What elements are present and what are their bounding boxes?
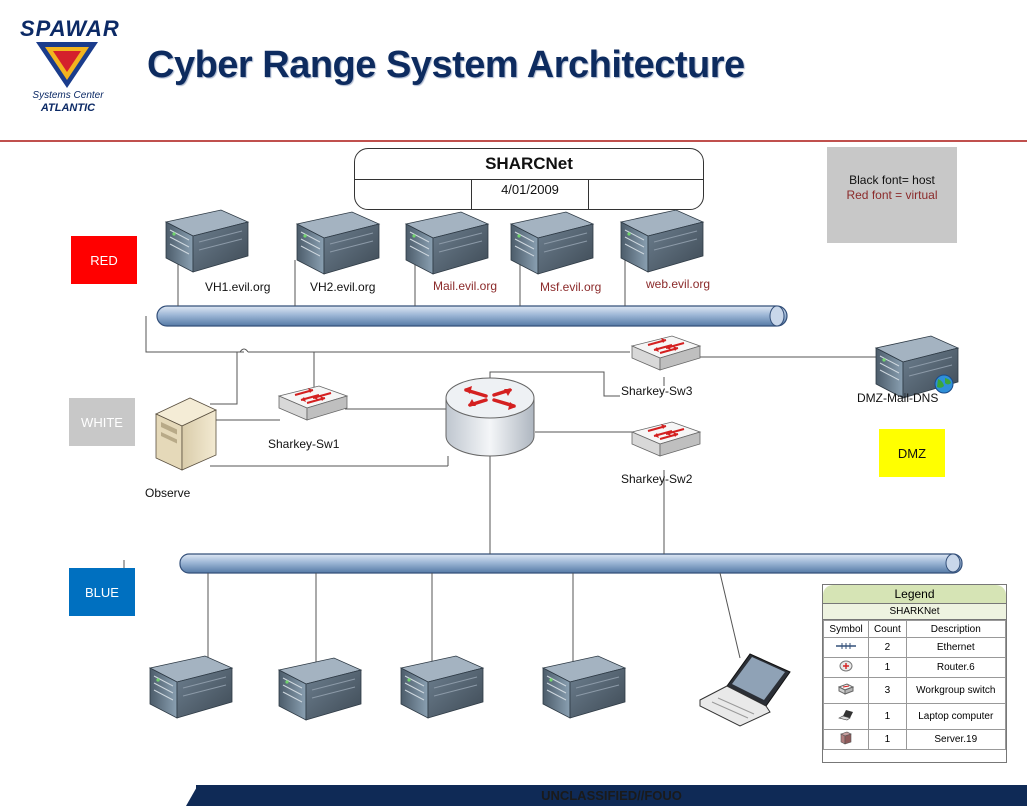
legend-count: 1	[868, 729, 907, 750]
switch-icon	[822, 677, 870, 704]
footer-bar: UNCLASSIFIED//FOUO	[196, 785, 1027, 806]
font-key-note: Black font= host Red font = virtual	[827, 147, 957, 243]
classification-label: UNCLASSIFIED//FOUO	[541, 788, 682, 803]
laptop-icon	[822, 703, 870, 730]
switch-label-sw3: Sharkey-Sw3	[621, 384, 693, 398]
red-server-icon	[510, 211, 594, 275]
red-ethernet-backbone	[156, 305, 788, 327]
zone-blue-tag: BLUE	[69, 568, 135, 616]
server-label-mail: Mail.evil.org	[433, 279, 498, 293]
legend-count: 1	[868, 703, 907, 730]
ethernet-icon	[822, 637, 870, 658]
legend-title: Legend	[823, 585, 1006, 604]
legend-description: Server.19	[905, 729, 1007, 750]
legend-description: Workgroup switch	[905, 677, 1007, 704]
note-virtual-line: Red font = virtual	[846, 188, 938, 202]
header-divider	[0, 140, 1027, 142]
server-icon	[822, 729, 870, 750]
logo-chevron-icon	[36, 42, 98, 88]
router-icon	[822, 657, 870, 678]
switch-icon	[631, 421, 701, 457]
server-label-msf: Msf.evil.org	[540, 280, 602, 294]
globe-icon	[934, 374, 954, 394]
legend-description: Router.6	[905, 657, 1007, 678]
server-label-web: web.evil.org	[646, 277, 711, 291]
blue-server-icon	[400, 655, 484, 719]
switch-icon	[631, 335, 701, 371]
logo-wordmark: SPAWAR	[20, 16, 120, 41]
zone-white-tag: WHITE	[69, 398, 135, 446]
network-links	[123, 258, 876, 664]
red-server-icon	[296, 211, 380, 275]
server-label-vh1: VH1.evil.org	[205, 280, 271, 294]
legend-description: Laptop computer	[905, 703, 1007, 730]
workstation-icon	[155, 397, 217, 471]
switch-label-sw1: Sharkey-Sw1	[268, 437, 340, 451]
logo-sub-line2: ATLANTIC	[40, 102, 96, 114]
legend-panel: Legend SHARKNet Symbol Count Description…	[822, 584, 1007, 763]
legend-row: 1 Laptop computer	[822, 703, 1007, 730]
switch-label-sw2: Sharkey-Sw2	[621, 472, 693, 486]
legend-description: Ethernet	[905, 637, 1007, 658]
red-server-icon	[405, 211, 489, 275]
legend-row: 1 Server.19	[822, 729, 1007, 750]
legend-table: Symbol Count Description 2 Ethernet 1 Ro…	[822, 620, 1007, 750]
legend-row: 3 Workgroup switch	[822, 677, 1007, 704]
legend-count: 1	[868, 657, 907, 678]
blue-ethernet-backbone	[179, 553, 963, 574]
logo-subtitle: Systems Center ATLANTIC	[20, 90, 116, 114]
zone-red-tag: RED	[71, 236, 137, 284]
legend-subtitle: SHARKNet	[823, 604, 1006, 620]
page-title: Cyber Range System Architecture	[147, 44, 745, 86]
legend-row: 1 Router.6	[822, 657, 1007, 678]
dmz-server-label: DMZ-Mail-DNS	[857, 391, 939, 405]
router-icon	[445, 377, 535, 457]
blue-server-icon	[149, 655, 233, 719]
server-label-vh2: VH2.evil.org	[310, 280, 376, 294]
blue-server-icon	[542, 655, 626, 719]
red-server-icon	[620, 209, 704, 273]
sharcnet-title: SHARCNet	[355, 149, 703, 180]
logo-sub-line1: Systems Center	[32, 90, 104, 101]
switch-icon	[278, 385, 348, 421]
legend-count: 3	[868, 677, 907, 704]
legend-header-symbol: Symbol	[822, 620, 870, 638]
sharcnet-box: SHARCNet 4/01/2009	[354, 148, 704, 210]
observe-label: Observe	[145, 486, 191, 500]
legend-header-description: Description	[905, 620, 1007, 638]
legend-row: 2 Ethernet	[822, 637, 1007, 658]
legend-header-count: Count	[868, 620, 907, 638]
zone-dmz-tag: DMZ	[879, 429, 945, 477]
note-host-line: Black font= host	[849, 173, 935, 187]
laptop-icon	[699, 653, 791, 727]
red-server-icon	[165, 209, 249, 273]
blue-server-icon	[278, 657, 362, 721]
legend-count: 2	[868, 637, 907, 658]
footer-slant	[186, 785, 198, 806]
sharcnet-date: 4/01/2009	[471, 179, 589, 210]
